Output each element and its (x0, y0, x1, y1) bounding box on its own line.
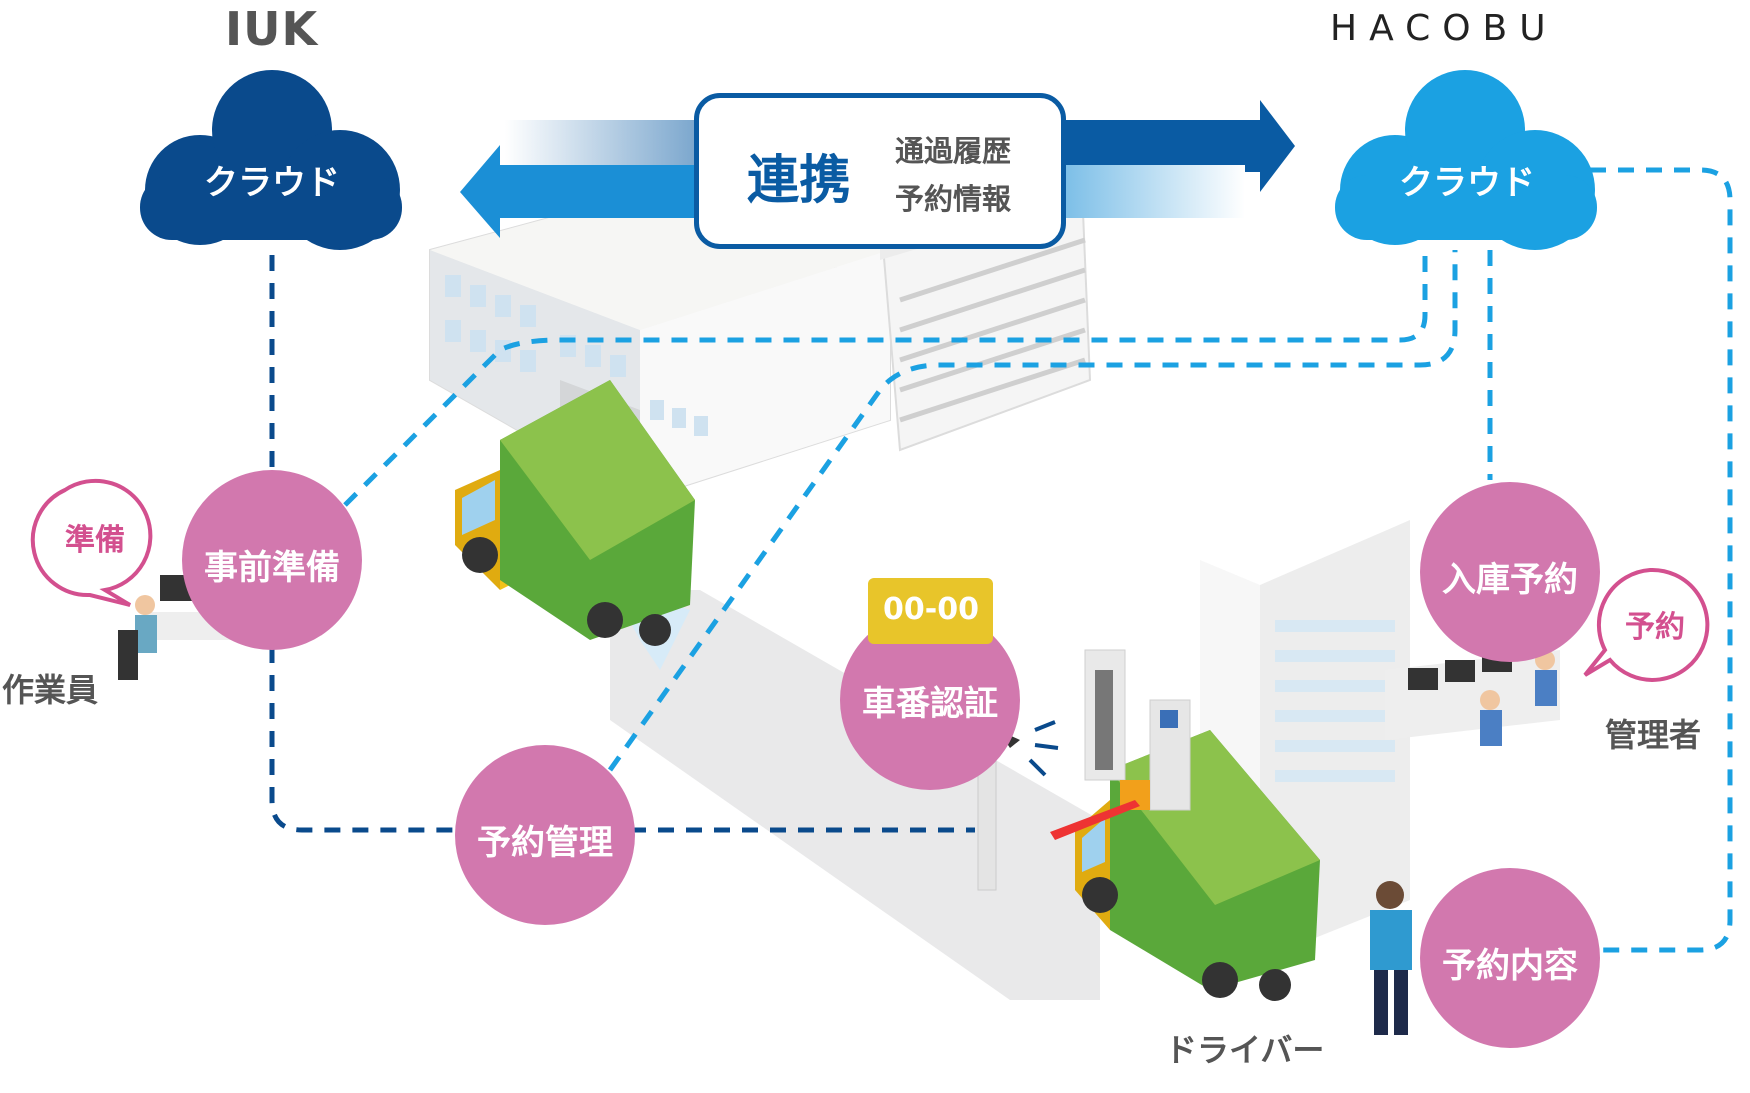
bubble-shapes (30, 478, 1710, 682)
gate-equipment (968, 649, 1191, 891)
road (610, 590, 1100, 1000)
manager-figure (1385, 650, 1560, 746)
bubble-prep: 準備 (65, 523, 125, 558)
circle-warehouse-booking: 入庫予約 (1442, 560, 1578, 600)
circle-reservation-mgmt: 予約管理 (477, 823, 613, 863)
circle-booking-details: 予約内容 (1442, 946, 1578, 986)
circle-prep: 事前準備 (204, 548, 340, 588)
plate-shape (868, 578, 993, 644)
dashed-lines-light (343, 167, 1733, 953)
hacobu-cloud-label: クラウド (1399, 163, 1535, 203)
link-item-history: 通過履歴 (895, 134, 1012, 168)
circle-plate-auth: 車番認証 (862, 684, 998, 724)
circle-plate-auth-shape (840, 610, 1020, 790)
circle-prep-shape (182, 470, 362, 650)
link-box: 連携 通過履歴 予約情報 (694, 93, 1066, 249)
driver-label: ドライバー (1165, 1031, 1325, 1069)
driver-figure (1370, 881, 1412, 1035)
iuk-cloud-label: クラウド (204, 163, 340, 203)
bubble-booking-shape (1583, 567, 1710, 682)
link-title: 連携 (747, 151, 852, 211)
hacobu-cloud (1335, 70, 1597, 250)
dashed-lines-dark (269, 255, 975, 833)
circle-reservation-mgmt-shape (455, 745, 635, 925)
bubble-booking: 予約 (1625, 610, 1685, 645)
iuk-cloud (140, 70, 402, 250)
circle-warehouse-booking-shape (1420, 482, 1600, 662)
truck-1 (455, 380, 695, 646)
manager-label: 管理者 (1605, 716, 1702, 754)
circle-shapes (182, 470, 1600, 1048)
worker-label: 作業員 (2, 671, 99, 709)
hacobu-logo: HACOBU (1330, 8, 1558, 49)
license-plate: 00-00 (883, 592, 979, 627)
iuk-logo: IUK (225, 2, 319, 56)
circle-booking-details-shape (1420, 868, 1600, 1048)
bubble-prep-shape (30, 478, 153, 607)
link-item-reservation: 予約情報 (895, 182, 1012, 216)
